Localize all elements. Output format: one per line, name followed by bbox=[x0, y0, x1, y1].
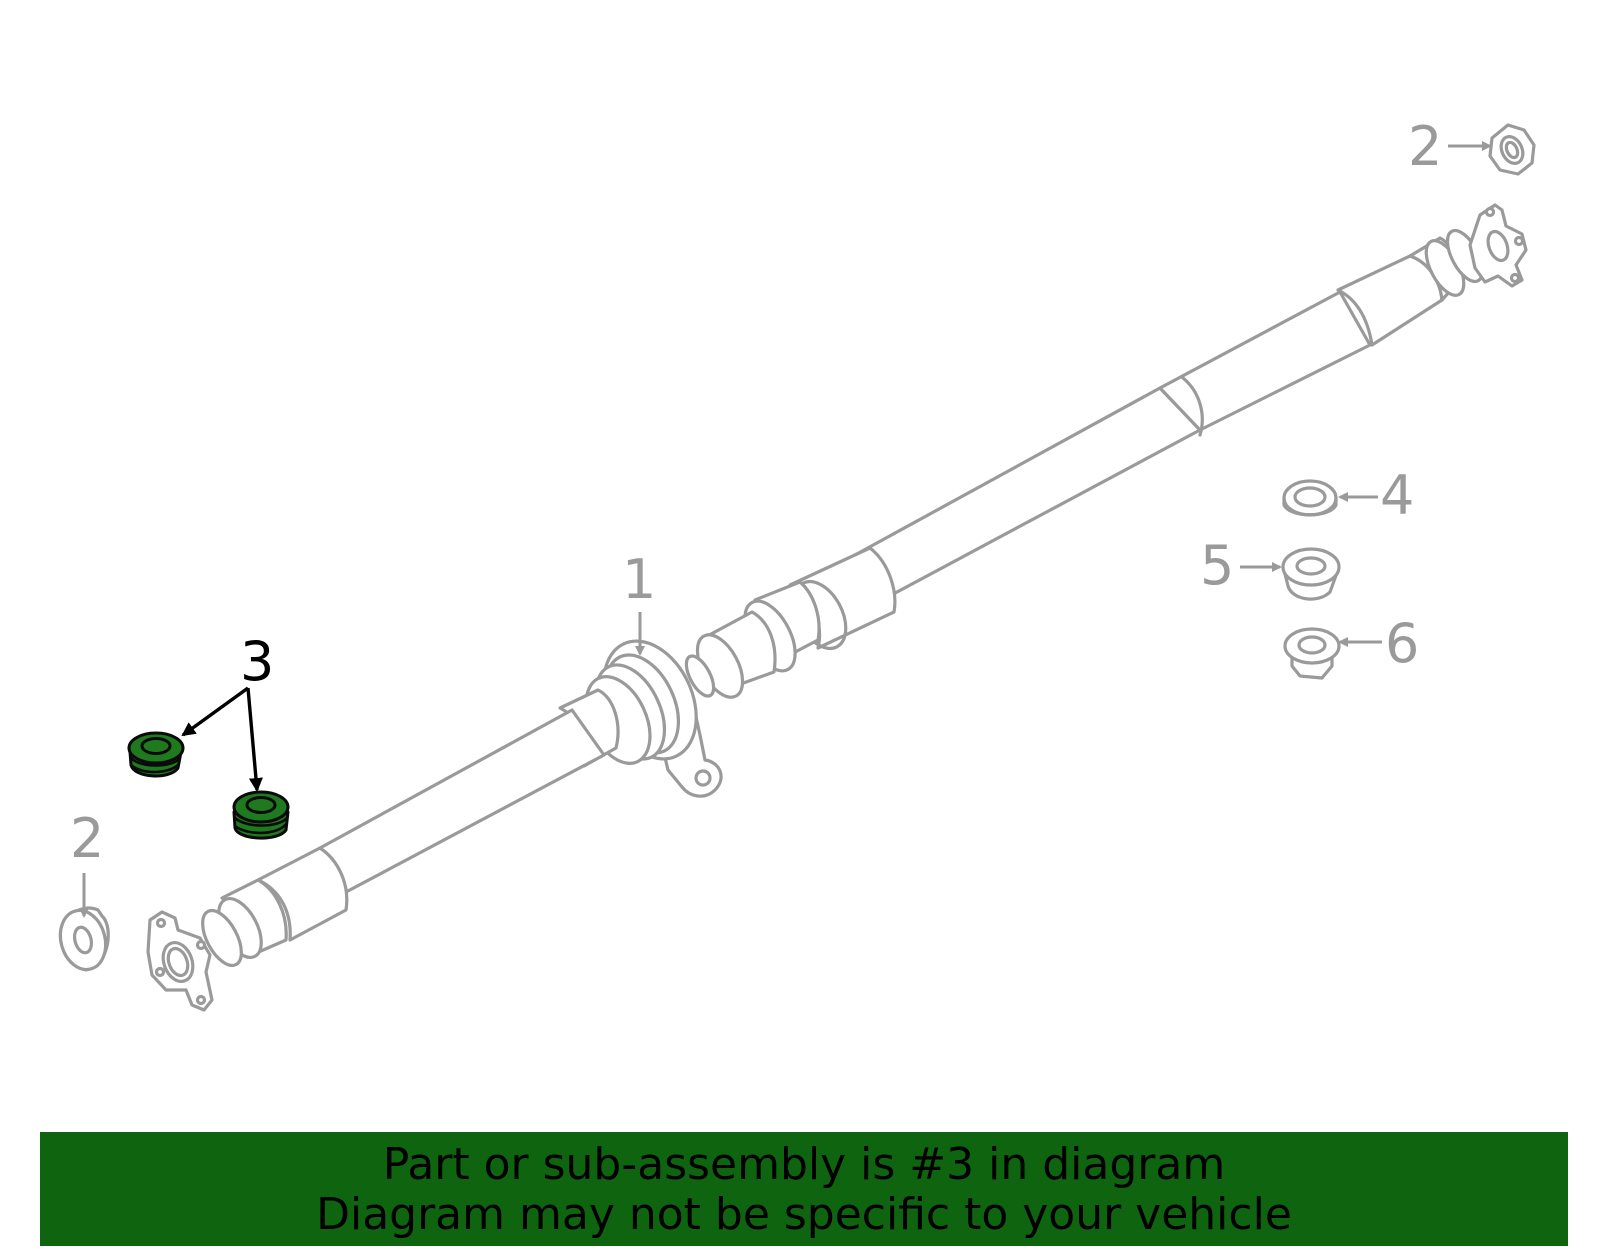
mount-part-3-right bbox=[232, 790, 290, 840]
callout-2-top: 2 bbox=[1408, 115, 1442, 178]
nut-part-2-top bbox=[1488, 123, 1536, 176]
nut-part-2-bottom bbox=[58, 906, 110, 972]
bushing-part-5 bbox=[1281, 547, 1341, 601]
front-tube bbox=[318, 708, 606, 894]
callout-2-bottom: 2 bbox=[70, 807, 104, 870]
leader-3b bbox=[246, 687, 263, 792]
rear-tube bbox=[853, 386, 1202, 602]
callout-1: 1 bbox=[622, 548, 656, 611]
callout-6: 6 bbox=[1385, 612, 1419, 675]
callout-3: 3 bbox=[240, 630, 274, 693]
banner-line-1: Part or sub-assembly is #3 in diagram bbox=[382, 1139, 1226, 1190]
banner-line-2: Diagram may not be specific to your vehi… bbox=[316, 1189, 1292, 1240]
callout-5: 5 bbox=[1200, 534, 1234, 597]
mount-part-3-left bbox=[127, 731, 185, 778]
washer-part-4 bbox=[1282, 479, 1338, 517]
info-banner: Part or sub-assembly is #3 in diagram Di… bbox=[40, 1132, 1568, 1246]
flange-nut-part-6 bbox=[1283, 627, 1341, 680]
leader-3a bbox=[181, 686, 249, 737]
callout-4: 4 bbox=[1380, 464, 1414, 527]
drive-shaft-assembly bbox=[146, 203, 1528, 1012]
